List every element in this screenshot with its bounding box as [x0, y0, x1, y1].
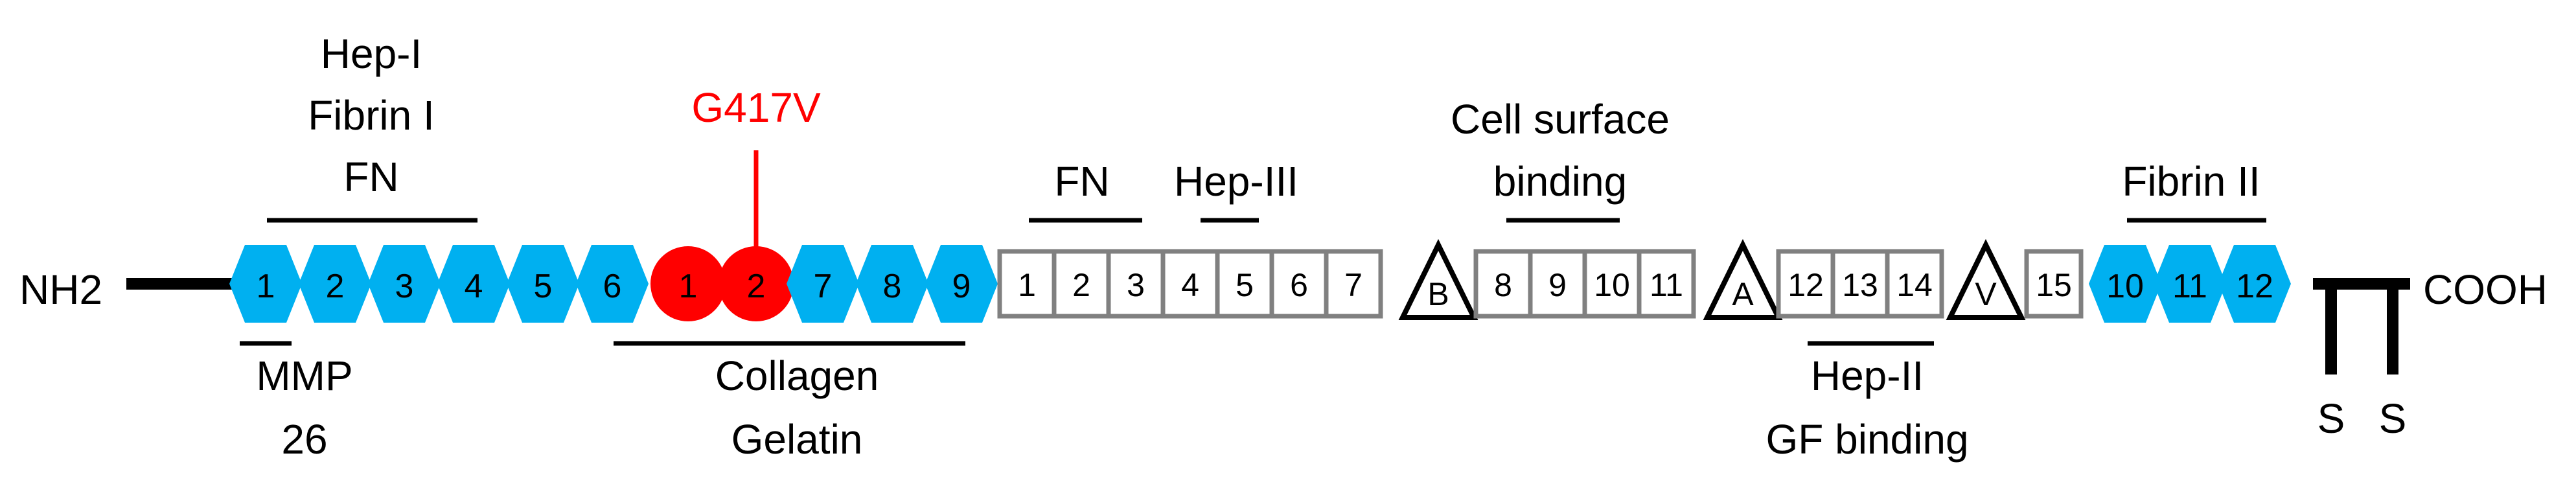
type-i-module-c-1: [2089, 245, 2161, 323]
mmp-label: MMP: [256, 352, 352, 399]
type-iii-number-a-6: 6: [1290, 267, 1308, 303]
disulfide-s-left: S: [2317, 395, 2345, 442]
type-iii-number-c-2: 13: [1842, 267, 1878, 303]
type-iii-number-a-3: 3: [1127, 267, 1145, 303]
type-iii-number-a-2: 2: [1072, 267, 1090, 303]
type-i-number-a-6: 6: [603, 268, 622, 305]
cell-surface-label: Cell surface: [1451, 96, 1670, 143]
type-iii-module-a-5: [1215, 249, 1274, 319]
type-iii-number-b-4: 11: [1650, 267, 1683, 303]
type-iii-number-b-1: 8: [1494, 267, 1512, 303]
c-terminus-label: COOH: [2423, 266, 2547, 313]
type-i-number-c-2: 11: [2172, 268, 2207, 305]
mmp-26-label: 26: [281, 416, 327, 463]
type-i-number-a-4: 4: [465, 268, 483, 305]
gf-binding-label: GF binding: [1765, 416, 1968, 463]
type-i-module-c-3: [2218, 245, 2291, 323]
mutation-label: G417V: [691, 84, 821, 131]
type-iii-module-b-4: [1637, 249, 1696, 319]
type-i-module-c-2: [2154, 245, 2226, 323]
type-iii-number-b-2: 9: [1548, 267, 1567, 303]
type-i-number-b-2: 8: [883, 268, 902, 305]
variable-region-b-label: B: [1427, 276, 1449, 312]
type-iii-number-a-5: 5: [1236, 267, 1254, 303]
variable-region-v: [1946, 238, 2026, 320]
type-i-number-a-1: 1: [257, 268, 275, 305]
fn-label: FN: [1054, 158, 1109, 205]
cell-surface-binding-label: binding: [1493, 158, 1627, 205]
type-i-module-a-4: [437, 245, 510, 323]
type-i-number-b-1: 7: [814, 268, 833, 305]
type-i-module-b-1: [787, 245, 859, 323]
collagen-label: Collagen: [715, 352, 879, 399]
type-ii-module-1: [650, 246, 726, 321]
hep-iii-label: Hep-III: [1174, 158, 1298, 205]
type-i-module-a-1: [229, 245, 302, 323]
type-ii-number-1: 1: [679, 268, 698, 305]
type-i-module-b-3: [925, 245, 998, 323]
type-iii-number-c-1: 12: [1788, 267, 1824, 303]
type-iii-module-c-3: [1885, 249, 1944, 319]
type-i-number-a-2: 2: [326, 268, 345, 305]
type-iii-number-d-1: 15: [2036, 267, 2072, 303]
type-i-module-a-3: [368, 245, 441, 323]
type-iii-module-a-2: [1052, 249, 1111, 319]
type-iii-number-b-3: 10: [1594, 267, 1630, 303]
gelatin-label: Gelatin: [731, 416, 863, 463]
type-iii-module-c-2: [1830, 249, 1890, 319]
type-i-number-c-1: 10: [2106, 268, 2144, 305]
variable-region-a: [1703, 238, 1783, 320]
type-i-number-a-3: 3: [395, 268, 414, 305]
variable-region-v-label: V: [1975, 276, 1997, 312]
type-iii-number-a-4: 4: [1181, 267, 1199, 303]
type-iii-module-d-1: [2024, 249, 2084, 319]
type-iii-module-b-1: [1473, 249, 1533, 319]
hep-i-label: Hep-I: [321, 30, 422, 77]
fibrin-ii-label: Fibrin II: [2122, 158, 2260, 205]
variable-region-a-label: A: [1732, 276, 1754, 312]
type-iii-number-c-3: 14: [1896, 267, 1933, 303]
type-iii-module-a-3: [1106, 249, 1166, 319]
disulfide-s-right: S: [2379, 395, 2407, 442]
fibrin-i-label: Fibrin I: [308, 92, 435, 139]
type-i-module-b-2: [856, 245, 928, 323]
type-i-module-a-5: [507, 245, 579, 323]
type-i-number-c-3: 12: [2236, 268, 2273, 305]
type-iii-module-a-7: [1324, 249, 1383, 319]
type-iii-number-a-1: 1: [1018, 267, 1036, 303]
type-ii-number-2: 2: [747, 268, 766, 305]
type-i-number-a-5: 5: [534, 268, 553, 305]
n-terminus-label: NH2: [19, 266, 102, 313]
variable-region-b: [1398, 238, 1478, 320]
type-iii-module-a-4: [1160, 249, 1220, 319]
fn-label-left-stack: FN: [343, 154, 398, 200]
type-i-module-a-2: [299, 245, 371, 323]
type-iii-number-a-7: 7: [1344, 267, 1363, 303]
type-i-module-a-6: [576, 245, 649, 323]
type-i-number-b-3: 9: [952, 268, 971, 305]
hep-ii-label: Hep-II: [1811, 352, 1924, 399]
type-ii-module-2: [719, 246, 794, 321]
